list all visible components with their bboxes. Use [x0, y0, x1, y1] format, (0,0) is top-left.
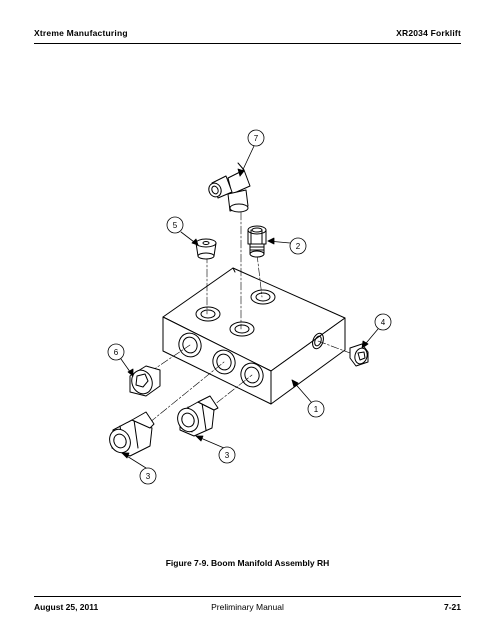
- page-header: Xtreme Manufacturing XR2034 Forklift: [34, 28, 461, 44]
- top-ports: [195, 289, 276, 337]
- header-company: Xtreme Manufacturing: [34, 28, 128, 38]
- callout-7: 7: [254, 134, 259, 143]
- callout-bubble-3-left: [139, 467, 157, 485]
- callout-5: 5: [173, 221, 178, 230]
- callout-2: 2: [296, 242, 301, 251]
- callout-numbers: 7 5 2 4 6 1 3 3: [114, 134, 386, 481]
- straight-connector: [247, 225, 267, 258]
- callout-bubble-7: [247, 129, 265, 147]
- manifold-block: [162, 267, 346, 405]
- callout-4: 4: [381, 318, 386, 327]
- callout-bubble-4: [374, 313, 392, 331]
- callout-1: 1: [314, 405, 319, 414]
- header-rule: [34, 43, 461, 44]
- callout-bubble-6: [107, 343, 125, 361]
- footer-rule: [34, 596, 461, 597]
- callout-bubble-5: [166, 216, 184, 234]
- header-model: XR2034 Forklift: [396, 28, 461, 38]
- callout-bubble-3-center: [218, 446, 236, 464]
- callout-3-left: 3: [146, 472, 151, 481]
- callout-bubble-2: [289, 237, 307, 255]
- footer-page-number: 7-21: [443, 602, 461, 612]
- callout-bubbles: [107, 129, 392, 485]
- callout-leaders: [120, 145, 379, 469]
- figure-caption: Figure 7-9. Boom Manifold Assembly RH: [165, 558, 330, 568]
- callout-3-center: 3: [225, 451, 230, 460]
- fitting-lower-left: [109, 411, 155, 457]
- callout-bubble-1: [307, 400, 325, 418]
- fitting-lower-center: [177, 395, 219, 437]
- plug-fitting-top: [195, 238, 217, 260]
- footer-date: August 25, 2011: [34, 602, 99, 612]
- page-footer: August 25, 2011 Preliminary Manual 7-21: [34, 602, 461, 616]
- callout-6: 6: [114, 348, 119, 357]
- plug-fitting-side: [349, 343, 369, 367]
- hex-plug: [129, 365, 161, 397]
- front-ports: [178, 332, 264, 388]
- footer-manual-status: Preliminary Manual: [211, 602, 284, 612]
- elbow-fitting: [208, 162, 251, 213]
